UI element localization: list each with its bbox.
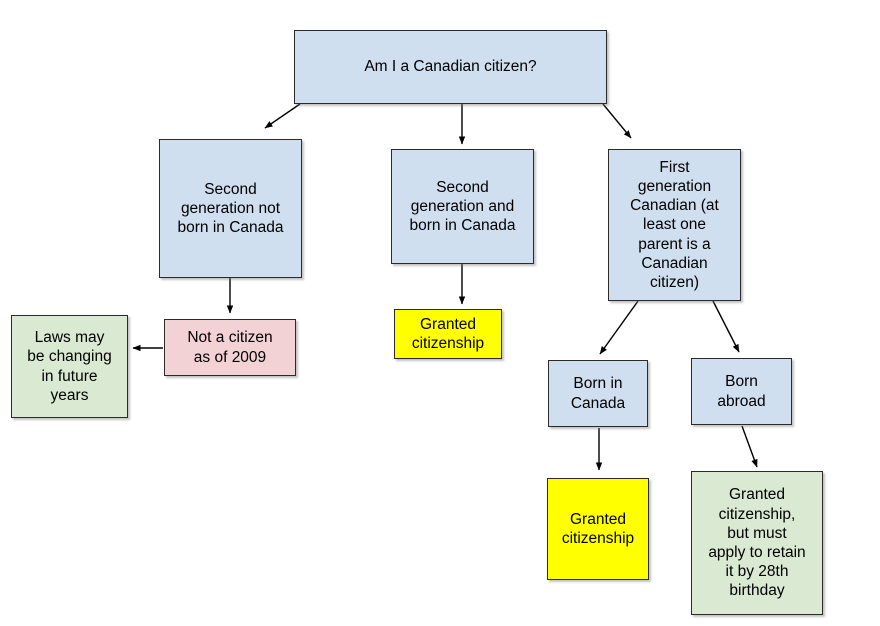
node-root-label: Am I a Canadian citizen? — [364, 58, 537, 76]
node-granted-citizenship-must-retain-label: Granted citizenship, but must apply to r… — [708, 486, 806, 600]
node-granted-citizenship-born-in-canada-label: Granted citizenship — [561, 510, 635, 547]
node-root[interactable]: Am I a Canadian citizen? — [294, 30, 607, 104]
node-second-generation-not-born-in-canada[interactable]: Second generation not born in Canada — [159, 139, 302, 278]
edge-root-to-second-gen-not-born — [264, 103, 301, 129]
node-laws-may-be-changing[interactable]: Laws may be changing in future years — [11, 315, 128, 418]
edge-first-gen-to-born-in-canada — [599, 300, 639, 355]
node-first-generation-canadian[interactable]: First generation Canadian (at least one … — [608, 149, 741, 301]
node-born-abroad[interactable]: Born abroad — [691, 358, 792, 425]
node-laws-may-be-changing-label: Laws may be changing in future years — [27, 329, 112, 404]
node-granted-citizenship-born-in-canada[interactable]: Granted citizenship — [547, 478, 649, 580]
node-granted-citizenship-must-retain[interactable]: Granted citizenship, but must apply to r… — [691, 471, 823, 615]
node-second-generation-not-born-in-canada-label: Second generation not born in Canada — [177, 180, 284, 237]
node-granted-citizenship-middle-label: Granted citizenship — [411, 315, 485, 352]
edge-root-to-first-gen — [602, 103, 632, 139]
node-born-abroad-label: Born abroad — [717, 373, 766, 410]
node-granted-citizenship-middle[interactable]: Granted citizenship — [394, 309, 502, 359]
node-born-in-canada[interactable]: Born in Canada — [548, 360, 648, 427]
node-born-in-canada-label: Born in Canada — [570, 375, 626, 412]
node-not-a-citizen-as-of-2009[interactable]: Not a citizen as of 2009 — [164, 319, 296, 376]
node-first-generation-canadian-label: First generation Canadian (at least one … — [630, 158, 719, 292]
edge-born-abroad-to-granted-must-retain — [741, 425, 758, 468]
node-second-generation-and-born-in-canada-label: Second generation and born in Canada — [409, 178, 516, 235]
node-not-a-citizen-as-of-2009-label: Not a citizen as of 2009 — [187, 329, 273, 366]
edge-first-gen-to-born-abroad — [712, 300, 740, 353]
node-second-generation-and-born-in-canada[interactable]: Second generation and born in Canada — [391, 149, 534, 264]
